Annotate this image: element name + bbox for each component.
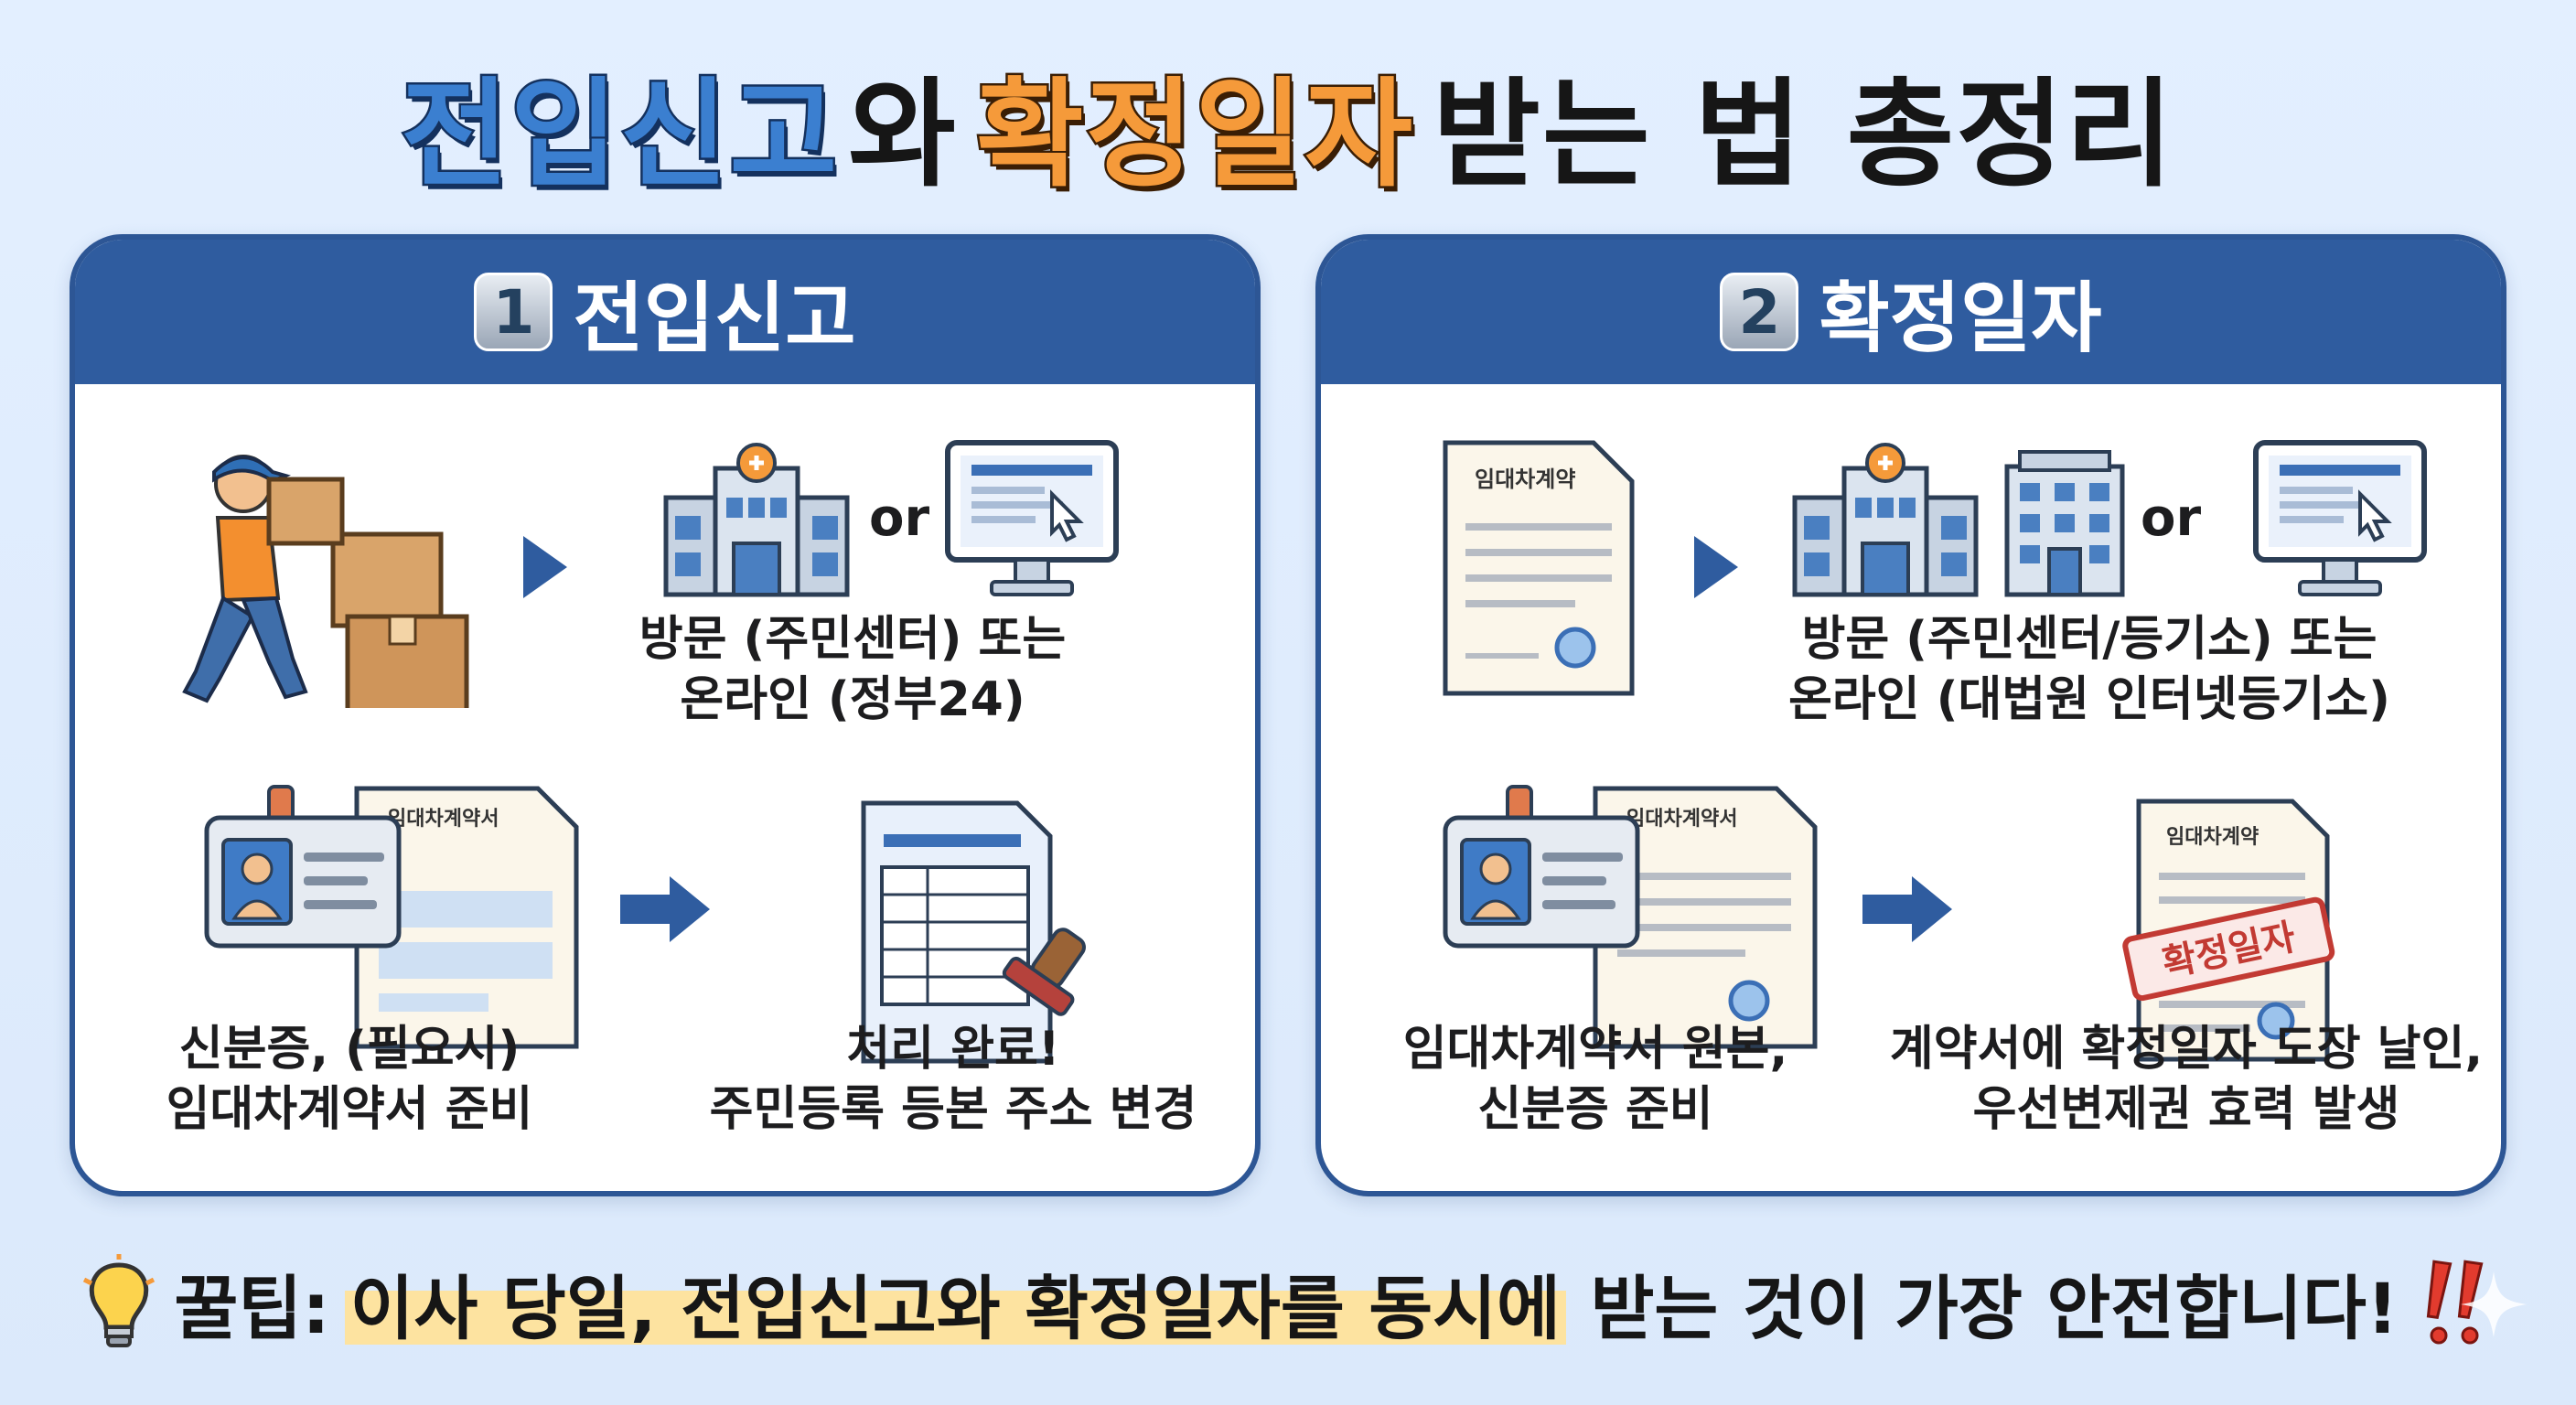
computer-monitor-icon bbox=[2253, 440, 2427, 596]
number-badge: 1 bbox=[474, 273, 553, 351]
title-part-fixed-date: 확정일자 bbox=[974, 64, 1415, 205]
caption-line: 계약서에 확정일자 도장 날인, bbox=[1889, 1022, 2484, 1077]
panel-title: 확정일자 bbox=[1819, 273, 2102, 363]
contract-document-icon: 임대차계약서 bbox=[354, 786, 579, 1049]
step1-caption: 방문 (주민센터/등기소) 또는 온라인 (대법원 인터넷등기소) bbox=[1723, 609, 2455, 730]
caption-line: 주민등록 등본 주소 변경 bbox=[709, 1082, 1197, 1137]
caption-line: 방문 (주민센터) 또는 bbox=[639, 612, 1067, 667]
id-card-icon: 임대차계약서 bbox=[1443, 785, 1818, 1049]
arrow-right-icon bbox=[620, 876, 710, 942]
tip-label: 꿀팁: bbox=[174, 1268, 330, 1349]
caption-line: 온라인 (대법원 인터넷등기소) bbox=[1788, 672, 2390, 727]
title-part-rest: 받는 법 총정리 bbox=[1433, 66, 2175, 203]
lease-document-icon: 임대차계약 bbox=[1443, 440, 1635, 696]
doc-label: 임대차계약 bbox=[1475, 467, 1575, 492]
contract-document-icon: 임대차계약서 bbox=[1593, 786, 1818, 1049]
sparkle-icon bbox=[2461, 1271, 2527, 1337]
caption-line: 임대차계약서 원본, bbox=[1402, 1022, 1788, 1077]
caption-line: 신분증, (필요시) bbox=[178, 1022, 521, 1077]
title-part-and: 와 bbox=[848, 66, 959, 203]
step1-caption: 방문 (주민센터) 또는 온라인 (정부24) bbox=[560, 609, 1145, 730]
stamped-contract-icon: 임대차계약 확정일자 bbox=[2122, 799, 2335, 1062]
caption-line: 우선변제권 효력 발생 bbox=[1972, 1082, 2400, 1137]
stamped-form-icon bbox=[861, 800, 1086, 1064]
step2-caption: 임대차계약서 원본, 신분증 준비 bbox=[1358, 1019, 1833, 1140]
arrow-right-icon bbox=[1862, 876, 1952, 942]
arrow-right-icon bbox=[523, 536, 567, 598]
computer-monitor-icon bbox=[945, 440, 1119, 596]
step2-caption: 신분증, (필요시) 임대차계약서 준비 bbox=[112, 1019, 587, 1140]
step3-caption: 처리 완료! 주민등록 등본 주소 변경 bbox=[679, 1019, 1228, 1140]
government-building-icon bbox=[1792, 443, 1979, 597]
number-badge: 2 bbox=[1720, 273, 1799, 351]
panel-header: 1 전입신고 bbox=[75, 240, 1255, 384]
title-part-transfer: 전입신고 bbox=[399, 64, 840, 205]
moving-person-icon bbox=[182, 455, 469, 708]
or-label: or bbox=[2141, 488, 2202, 548]
registry-office-icon bbox=[2004, 450, 2125, 597]
tip-text: 받는 것이 가장 안전합니다! bbox=[1565, 1268, 2399, 1349]
light-bulb-icon bbox=[83, 1254, 156, 1347]
arrow-right-icon bbox=[1694, 536, 1738, 598]
step3-caption: 계약서에 확정일자 도장 날인, 우선변제권 효력 발생 bbox=[1884, 1019, 2488, 1140]
tip-highlighted-text: 이사 당일, 전입신고와 확정일자를 동시에 bbox=[344, 1252, 1566, 1353]
panel-header: 2 확정일자 bbox=[1321, 240, 2501, 384]
caption-line: 신분증 준비 bbox=[1477, 1082, 1713, 1137]
panel-fixed-date: 2 확정일자 임대차계약 or bbox=[1315, 234, 2506, 1196]
or-label: or bbox=[869, 488, 930, 548]
government-building-icon bbox=[663, 443, 850, 597]
doc-label: 임대차계약 bbox=[2166, 826, 2259, 849]
double-exclamation-icon bbox=[2426, 1260, 2484, 1345]
doc-label: 임대차계약서 bbox=[388, 808, 499, 831]
id-card-icon: 임대차계약서 bbox=[204, 785, 579, 1049]
caption-line: 온라인 (정부24) bbox=[680, 672, 1025, 727]
panel-moving-in-report: 1 전입신고 or 방문 (주민센 bbox=[70, 234, 1261, 1196]
doc-label: 임대차계약서 bbox=[1626, 808, 1737, 831]
panel-title: 전입신고 bbox=[573, 273, 856, 363]
caption-line: 임대차계약서 준비 bbox=[166, 1082, 533, 1137]
caption-line: 방문 (주민센터/등기소) 또는 bbox=[1801, 612, 2377, 667]
tip-banner: 꿀팁: 이사 당일, 전입신고와 확정일자를 동시에 받는 것이 가장 안전합니… bbox=[0, 1248, 2576, 1357]
caption-line: 처리 완료! bbox=[846, 1022, 1060, 1077]
